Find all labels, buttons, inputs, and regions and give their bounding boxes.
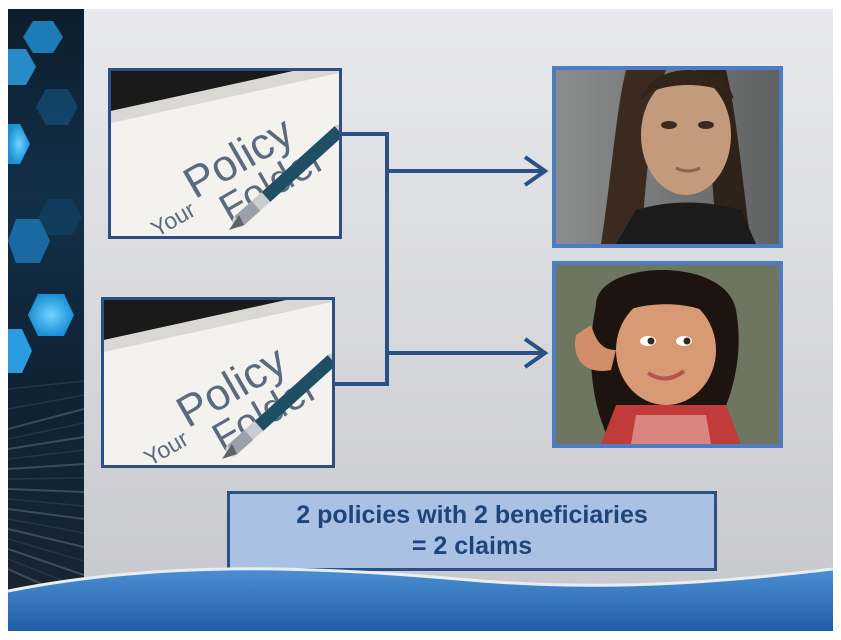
summary-box: 2 policies with 2 beneficiaries = 2 clai… [227,491,717,571]
decorative-light-strip [8,9,84,631]
connector-arrows [335,132,549,386]
policy-folder-image-1: Your Policy Folder [108,68,342,239]
policy-folder-image-2: Your Policy Folder [101,297,335,468]
slide: Your Policy Folder Your Policy Folder [8,9,833,631]
bokeh-lights-graphic [8,21,84,604]
pen-icon [229,124,339,230]
girl-portrait-photo [552,261,783,448]
pen-icon [222,353,332,459]
footer-wave [8,567,833,631]
summary-line-2: = 2 claims [411,532,533,560]
woman-portrait-photo [552,66,783,248]
summary-line-1: 2 policies with 2 beneficiaries [296,501,648,529]
